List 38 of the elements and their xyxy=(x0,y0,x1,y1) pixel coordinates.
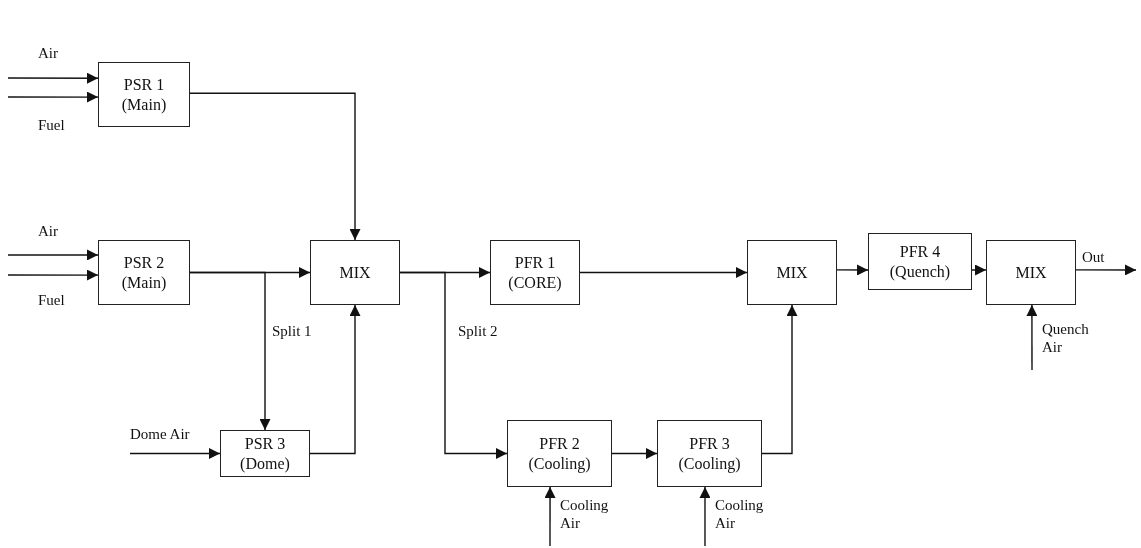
reactor-label: PFR 4 (Quench) xyxy=(888,241,952,282)
reactor-label: MIX xyxy=(1015,262,1047,283)
reactor-box xyxy=(657,420,762,487)
arrow xyxy=(189,92,361,241)
reactor-box xyxy=(310,240,400,305)
reactor-label: PSR 1 (Main) xyxy=(120,74,168,115)
reactor-label: PFR 3 (Cooling) xyxy=(677,433,742,474)
arrow xyxy=(7,269,99,281)
arrow xyxy=(579,267,748,278)
arrow xyxy=(309,304,361,455)
arrow xyxy=(1075,264,1137,276)
arrow xyxy=(611,448,658,459)
reactor-box xyxy=(220,430,310,477)
arrow xyxy=(544,486,556,547)
arrow xyxy=(399,271,508,459)
reactor-label: PFR 1 (CORE) xyxy=(507,252,563,293)
reactor-box xyxy=(490,240,580,305)
reactor-box xyxy=(98,62,190,127)
arrow xyxy=(7,91,99,103)
reactor-label: MIX xyxy=(776,262,808,283)
arrow xyxy=(189,271,271,431)
arrow xyxy=(129,448,221,459)
arrow xyxy=(761,304,798,455)
reactor-label: PFR 2 (Cooling) xyxy=(527,433,592,474)
arrow xyxy=(836,264,869,276)
reactor-label: PSR 2 (Main) xyxy=(120,252,168,293)
reactor-label: PSR 3 (Dome) xyxy=(239,433,291,474)
reactor-box xyxy=(747,240,837,305)
arrow xyxy=(7,72,99,84)
arrow xyxy=(1026,304,1038,371)
arrow xyxy=(699,486,711,547)
arrow xyxy=(7,249,99,261)
reactor-box xyxy=(98,240,190,305)
reactor-box xyxy=(868,233,972,290)
arrow xyxy=(971,264,987,276)
reactor-box xyxy=(986,240,1076,305)
reactor-label: MIX xyxy=(339,262,371,283)
reactor-box xyxy=(507,420,612,487)
